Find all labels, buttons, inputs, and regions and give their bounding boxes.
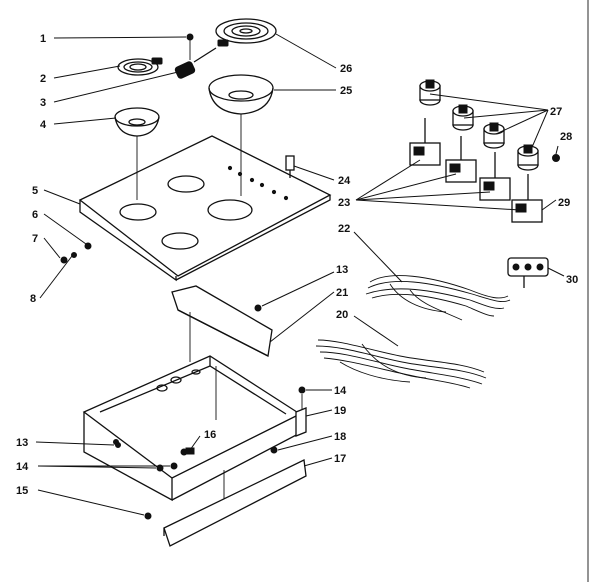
- callout-17: 17: [334, 453, 346, 465]
- control-knob: [483, 122, 505, 149]
- callout-4: 4: [40, 119, 47, 131]
- callout-23: 23: [338, 197, 350, 209]
- callout-24: 24: [338, 175, 351, 187]
- receptacle-part: [174, 47, 217, 79]
- callout-3: 3: [40, 97, 46, 109]
- callout-14-right: 14: [334, 385, 347, 397]
- callout-13-lower: 13: [16, 437, 28, 449]
- screw-part: [552, 154, 560, 162]
- side-bracket: [295, 407, 307, 437]
- callout-25: 25: [340, 85, 352, 97]
- wire-clip: [185, 447, 195, 455]
- callout-7: 7: [32, 233, 38, 245]
- wire-harness-lower: [315, 339, 487, 389]
- surface-element-large: [215, 18, 277, 47]
- control-knob: [517, 144, 539, 171]
- screw-part: [254, 304, 262, 312]
- callout-15: 15: [16, 485, 28, 497]
- callout-26: 26: [340, 63, 352, 75]
- callout-21: 21: [336, 287, 348, 299]
- screw-part: [186, 33, 194, 41]
- callout-30: 30: [566, 274, 578, 286]
- drip-pan-small: [114, 107, 160, 137]
- control-knob: [419, 79, 441, 106]
- callout-22: 22: [338, 223, 350, 235]
- screw-part: [270, 446, 278, 454]
- infinite-switch: [511, 174, 543, 223]
- infinite-switch: [445, 136, 477, 183]
- callout-16: 16: [204, 429, 216, 441]
- leader-lines: [35, 33, 565, 516]
- infinite-switch: [479, 152, 511, 201]
- screw-part: [60, 242, 92, 264]
- callout-2: 2: [40, 73, 46, 85]
- callout-18: 18: [334, 431, 346, 443]
- callout-13-upper: 13: [336, 264, 348, 276]
- screw-part: [170, 462, 178, 470]
- callout-8: 8: [30, 293, 36, 305]
- screw-part: [144, 512, 152, 520]
- callout-1: 1: [40, 33, 46, 45]
- terminal-block: [507, 257, 549, 288]
- infinite-switch: [409, 118, 441, 166]
- cooktop-panel: [78, 135, 332, 282]
- surface-element-small: [117, 57, 163, 76]
- callout-5: 5: [32, 185, 38, 197]
- screw-part: [298, 386, 306, 394]
- indicator-light: [285, 155, 295, 178]
- front-trim-strip: [171, 285, 273, 357]
- callout-27: 27: [550, 106, 562, 118]
- callout-20: 20: [336, 309, 348, 321]
- wire-harness-upper: [365, 275, 511, 321]
- callout-28: 28: [560, 131, 572, 143]
- kick-panel: [163, 459, 307, 547]
- callout-6: 6: [32, 209, 38, 221]
- drip-pan-large: [208, 74, 274, 115]
- callout-14-left: 14: [16, 461, 29, 473]
- callout-19: 19: [334, 405, 346, 417]
- callout-29: 29: [558, 197, 570, 209]
- screw-part: [115, 442, 121, 448]
- control-knob: [452, 104, 474, 131]
